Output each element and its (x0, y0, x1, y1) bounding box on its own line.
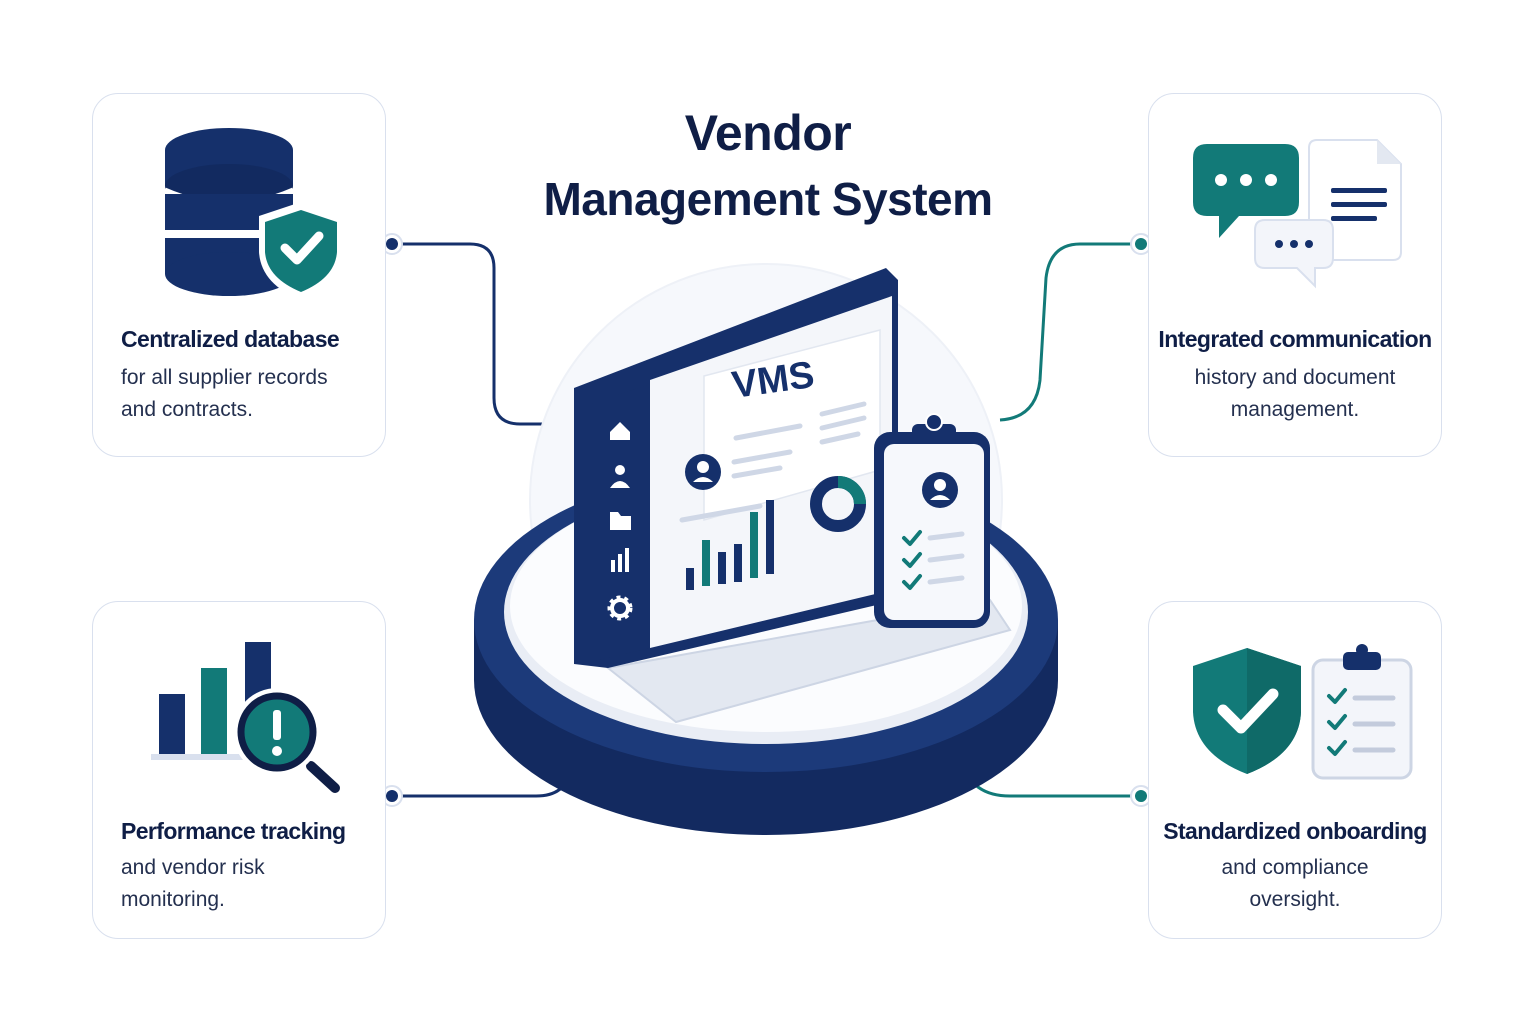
chat-bubble-icon (1193, 139, 1402, 289)
title-line-1: Vendor (684, 105, 852, 161)
feature-card-integrated-communication: Integrated communication history and doc… (1148, 93, 1442, 457)
chart-icon (611, 548, 629, 572)
screen-avatar-icon (685, 454, 721, 490)
feature-heading: Centralized database (121, 326, 340, 352)
feature-heading: Standardized onboarding (1163, 818, 1427, 844)
clipboard-checklist-icon (1311, 644, 1413, 780)
feature-card-centralized-database: Centralized database for all supplier re… (92, 93, 386, 457)
feature-card-standardized-onboarding: Standardized onboarding and compliance o… (1148, 601, 1442, 939)
feature-desc-line-1: and compliance (1221, 856, 1369, 879)
screen-donut-chart (810, 476, 866, 532)
feature-heading: Integrated communication (1158, 326, 1432, 352)
shield-check-icon (1193, 644, 1413, 780)
gear-icon (607, 595, 633, 621)
feature-heading: Performance tracking (121, 818, 346, 844)
shield-check-icon (259, 202, 343, 300)
magnifier-alert-icon (233, 688, 340, 793)
laptop-base (605, 598, 1012, 724)
feature-desc-line-1: history and document (1194, 366, 1396, 389)
title-line-2: Management System (543, 173, 993, 225)
home-icon (610, 422, 630, 440)
feature-desc-line-2: and contracts. (121, 398, 253, 421)
feature-card-performance-tracking: Performance tracking and vendor risk mon… (92, 601, 386, 939)
folder-icon (610, 512, 631, 530)
feature-desc-line-1: for all supplier records (121, 366, 328, 389)
user-icon (610, 465, 630, 488)
clipboard-tablet (874, 413, 990, 628)
connector-top-right (999, 242, 1141, 422)
feature-desc-line-1: and vendor risk (121, 856, 265, 879)
feature-desc-line-2: monitoring. (121, 888, 225, 911)
screen-bar-chart (686, 500, 774, 590)
bar-chart-icon (151, 642, 340, 793)
feature-desc-line-2: management. (1230, 398, 1360, 421)
database-icon (163, 128, 343, 300)
feature-desc-line-2: oversight. (1249, 888, 1341, 911)
connector-top-left (392, 242, 560, 426)
